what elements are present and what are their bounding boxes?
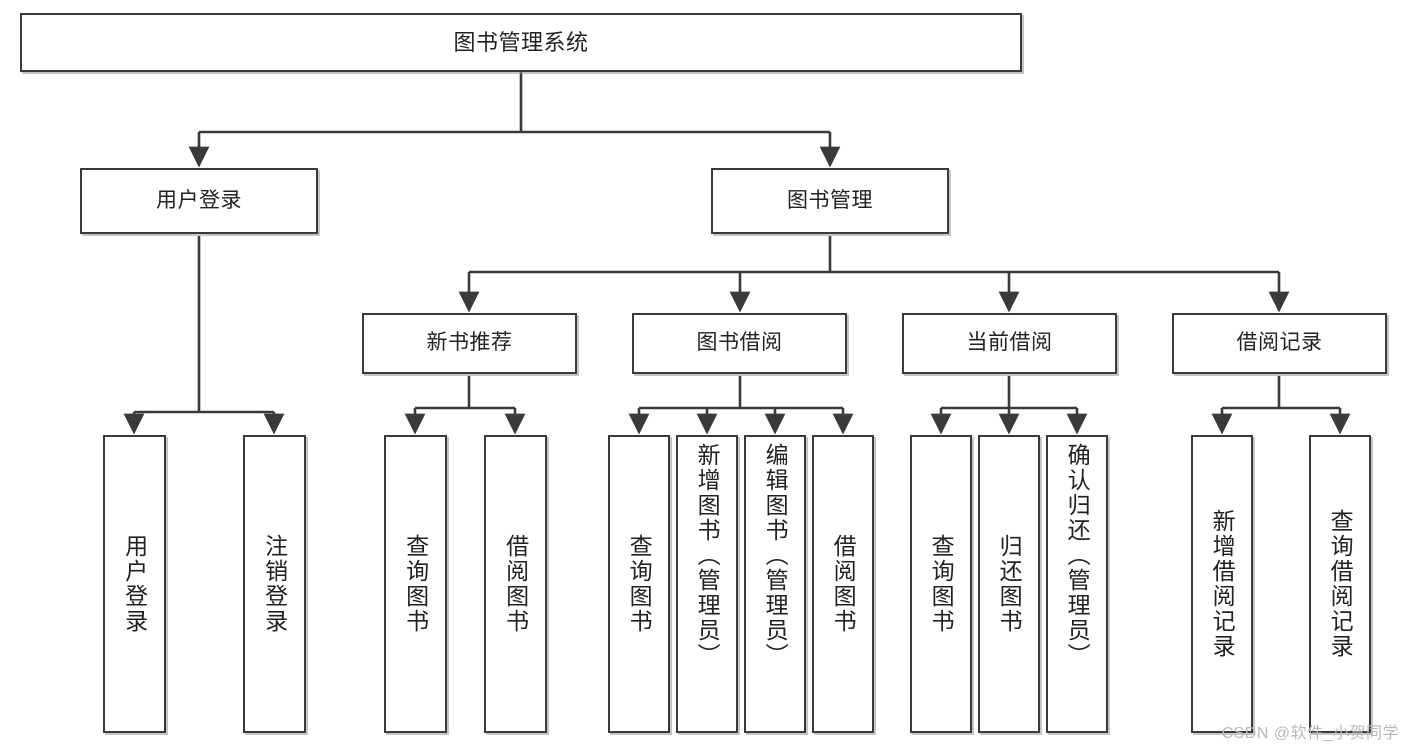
node-leaf-query-book-1[interactable]: 查询图书	[384, 435, 447, 733]
node-root[interactable]: 图书管理系统	[20, 13, 1022, 72]
node-current-borrow-label: 当前借阅	[966, 331, 1053, 355]
node-leaf-logout-login[interactable]: 注销登录	[243, 435, 306, 733]
node-leaf-confirm-return[interactable]: 确认归还（管理员）	[1046, 435, 1108, 733]
node-leaf-query-record[interactable]: 查询借阅记录	[1309, 435, 1371, 733]
node-book-manage[interactable]: 图书管理	[711, 168, 949, 234]
node-leaf-add-record[interactable]: 新增借阅记录	[1191, 435, 1253, 733]
node-current-borrow[interactable]: 当前借阅	[902, 313, 1117, 374]
node-leaf-borrow-book-2-label: 借阅图书	[830, 534, 857, 634]
node-new-book-recommend-label: 新书推荐	[426, 331, 513, 355]
node-leaf-query-book-1-label: 查询图书	[402, 534, 429, 634]
node-book-manage-label: 图书管理	[787, 188, 873, 212]
node-leaf-return-book-label: 归还图书	[996, 534, 1023, 634]
node-user-login-label: 用户登录	[156, 188, 242, 212]
node-book-borrow[interactable]: 图书借阅	[632, 313, 847, 374]
node-leaf-query-book-2-label: 查询图书	[626, 534, 653, 634]
node-leaf-user-login-label: 用户登录	[121, 534, 148, 634]
node-user-login[interactable]: 用户登录	[80, 168, 318, 234]
node-book-borrow-label: 图书借阅	[696, 331, 783, 355]
node-borrow-record-label: 借阅记录	[1236, 331, 1323, 355]
node-leaf-edit-book[interactable]: 编辑图书（管理员）	[744, 435, 806, 733]
node-borrow-record[interactable]: 借阅记录	[1172, 313, 1387, 374]
node-new-book-recommend[interactable]: 新书推荐	[362, 313, 577, 374]
node-leaf-query-book-2[interactable]: 查询图书	[608, 435, 670, 733]
node-leaf-query-book-3-label: 查询图书	[928, 534, 955, 634]
node-leaf-borrow-book-1[interactable]: 借阅图书	[484, 435, 547, 733]
node-root-label: 图书管理系统	[453, 29, 589, 55]
node-leaf-user-login[interactable]: 用户登录	[103, 435, 166, 733]
node-leaf-query-book-3[interactable]: 查询图书	[910, 435, 972, 733]
node-leaf-add-record-label: 新增借阅记录	[1209, 509, 1236, 659]
node-leaf-return-book[interactable]: 归还图书	[978, 435, 1040, 733]
node-leaf-borrow-book-2[interactable]: 借阅图书	[812, 435, 874, 733]
node-leaf-add-book[interactable]: 新增图书（管理员）	[676, 435, 738, 733]
node-leaf-borrow-book-1-label: 借阅图书	[502, 534, 529, 634]
node-leaf-edit-book-label: 编辑图书（管理员）	[762, 443, 789, 668]
node-leaf-logout-login-label: 注销登录	[261, 534, 288, 634]
node-leaf-query-record-label: 查询借阅记录	[1327, 509, 1354, 659]
csdn-watermark: CSDN @软件_小贺同学	[1221, 725, 1399, 742]
node-leaf-add-book-label: 新增图书（管理员）	[694, 443, 721, 668]
node-leaf-confirm-return-label: 确认归还（管理员）	[1064, 443, 1091, 668]
